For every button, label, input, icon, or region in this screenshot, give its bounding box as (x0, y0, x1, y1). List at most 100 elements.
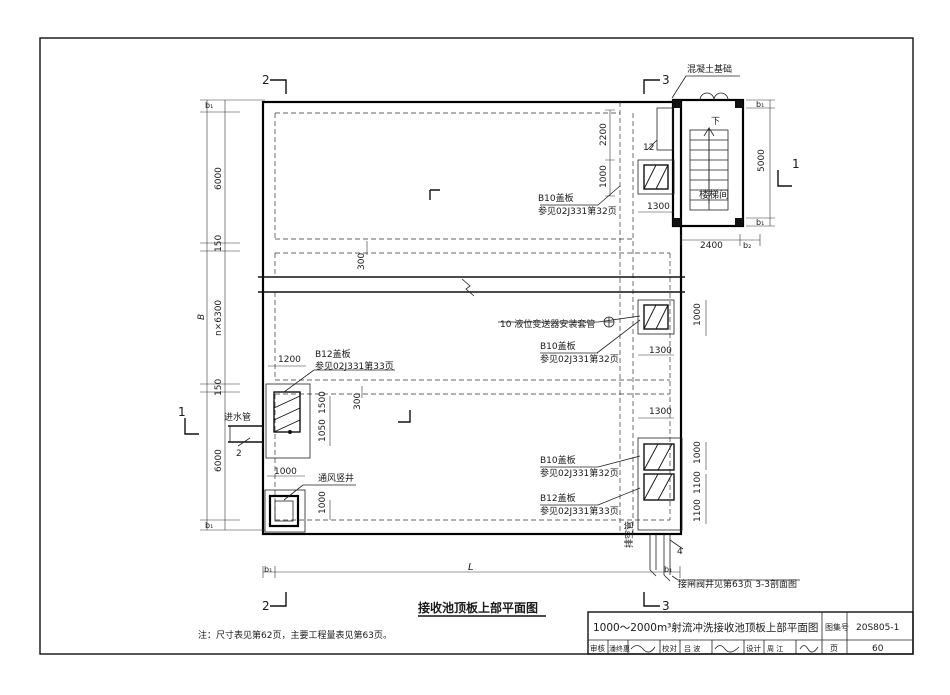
dim-300-top: 300 (357, 253, 367, 270)
inner-wall-mid2 (274, 292, 670, 395)
cover-hatch (643, 164, 669, 190)
stair-room-label: 楼梯间 (699, 188, 729, 201)
drain-pipe-label: 排空管 (623, 521, 635, 548)
dim-1300-mid: 1300 (649, 346, 672, 356)
dim-b1-bottom-right: b₁ (664, 565, 672, 574)
plan-title: 接收池顶板上部平面图 (418, 600, 538, 615)
b10-cover (643, 164, 669, 190)
dim-b1-left-bottom: b₁ (205, 521, 213, 530)
inlet-pipe (228, 425, 263, 443)
dim-2400: 2400 (700, 241, 723, 251)
b12-cover-label: B12盖板 (540, 492, 576, 504)
label-underlines (303, 75, 800, 581)
b12-ref-label: 参见02J331第33页 (315, 360, 394, 372)
title-block (587, 611, 914, 655)
dim-1300: 1300 (647, 202, 670, 212)
dim-300-bottom: 300 (353, 393, 363, 410)
dim-line-stair (746, 99, 775, 227)
reviewer-name: 潘终惠 (609, 644, 630, 653)
b10-cover-frame (637, 159, 675, 195)
b12-ref-label: 参见02J331第33页 (540, 505, 619, 517)
b10-cover-frame (637, 299, 675, 335)
b10-cover (643, 304, 669, 330)
section-3-top: 3 (662, 73, 670, 87)
section-mark-2-bottom (270, 592, 287, 607)
dim-150-bottom: 150 (214, 379, 224, 396)
inlet-pipe-label: 进水管 (224, 411, 251, 423)
corner-column (735, 218, 743, 226)
section-mark-3-bottom (643, 592, 660, 607)
dim-n6300: n×6300 (214, 300, 224, 336)
b12-cover (643, 473, 675, 501)
reviewer-signature (630, 645, 656, 653)
section-2-top: 2 (262, 73, 270, 87)
atlas-label: 图集号 (825, 622, 849, 632)
b12-cover-frame (265, 383, 311, 459)
dim-ticks-left (200, 99, 265, 531)
section-3-bottom: 3 (662, 599, 670, 613)
corner-mark (398, 410, 411, 423)
marker-4: 4 (677, 547, 683, 557)
b10-ref-label: 参见02J331第32页 (540, 353, 619, 365)
page-label: 页 (830, 644, 838, 653)
dim-5000: 5000 (757, 149, 767, 172)
down-label: 下 (711, 117, 720, 127)
break-lines (258, 276, 685, 293)
channel-lines (619, 102, 634, 534)
dim-ticks (605, 109, 615, 197)
designer-name: 周 江 (767, 645, 783, 653)
dim-6000-top: 6000 (214, 167, 224, 190)
check-label: 校对 (662, 643, 677, 653)
vent-shaft-frame (264, 489, 306, 533)
valve-well-ref-label: 接闸阀井见第63页 3-3剖面图 (678, 578, 797, 590)
dim-1000-vent-vertical: 1000 (318, 491, 328, 514)
dim-B: B (197, 314, 207, 320)
dim-1100-right: 1100 (693, 471, 703, 494)
corner-column (673, 100, 681, 108)
drawing-title: 1000～2000m³射流冲洗接收池顶板上部平面图 (593, 621, 818, 634)
design-label: 设计 (746, 643, 761, 653)
b10-cover-label: B10盖板 (540, 454, 576, 466)
door-swing (699, 92, 729, 101)
corner-column (735, 100, 743, 108)
sensor-cross (604, 317, 614, 327)
sheet-border (39, 37, 914, 655)
concrete-foundation-label: 混凝土基础 (687, 63, 732, 75)
marker-2: 2 (236, 449, 242, 459)
section-mark-2-top (270, 79, 287, 94)
stair-steps (689, 126, 729, 211)
dim-6000-bottom: 6000 (214, 449, 224, 472)
ladder-point (288, 430, 292, 434)
atlas-number: 20S805-1 (856, 623, 899, 633)
section-mark-1-left (184, 418, 199, 435)
note-text: 注：尺寸表见第62页，主要工程量表见第63页。 (198, 629, 392, 641)
inlet-pointer (237, 437, 251, 447)
dim-line-L (262, 566, 681, 578)
drain-arrows (649, 569, 671, 582)
cover-hatch (643, 304, 669, 330)
cover-hatch (643, 473, 673, 501)
b12-cover (273, 391, 301, 433)
cover-hatch (273, 395, 301, 433)
stair-room-outline (671, 98, 745, 228)
section-1-left: 1 (178, 405, 186, 419)
dim-line-2400 (680, 234, 761, 246)
cover-hatch (643, 443, 673, 471)
dim-1100-right-low: 1100 (693, 499, 703, 522)
dim-1000-vent: 1000 (274, 467, 297, 477)
page-number: 60 (872, 644, 884, 654)
dim-2200: 2200 (599, 123, 609, 146)
dim-line-left-covers (268, 365, 331, 520)
landing-box (656, 107, 674, 151)
b10-ref-label: 参见02J331第32页 (540, 467, 619, 479)
b10-ref-label: 参见02J331第32页 (538, 205, 617, 217)
dim-line-300 (361, 241, 368, 398)
drain-pipe (649, 534, 671, 575)
dim-150-top: 150 (214, 235, 224, 252)
sensor-sleeve-label: 10 液位变送器安装套管 (500, 318, 595, 330)
b10-b12-frame (637, 437, 683, 531)
section-1-right: 1 (792, 157, 800, 171)
dim-1050: 1050 (318, 419, 328, 442)
